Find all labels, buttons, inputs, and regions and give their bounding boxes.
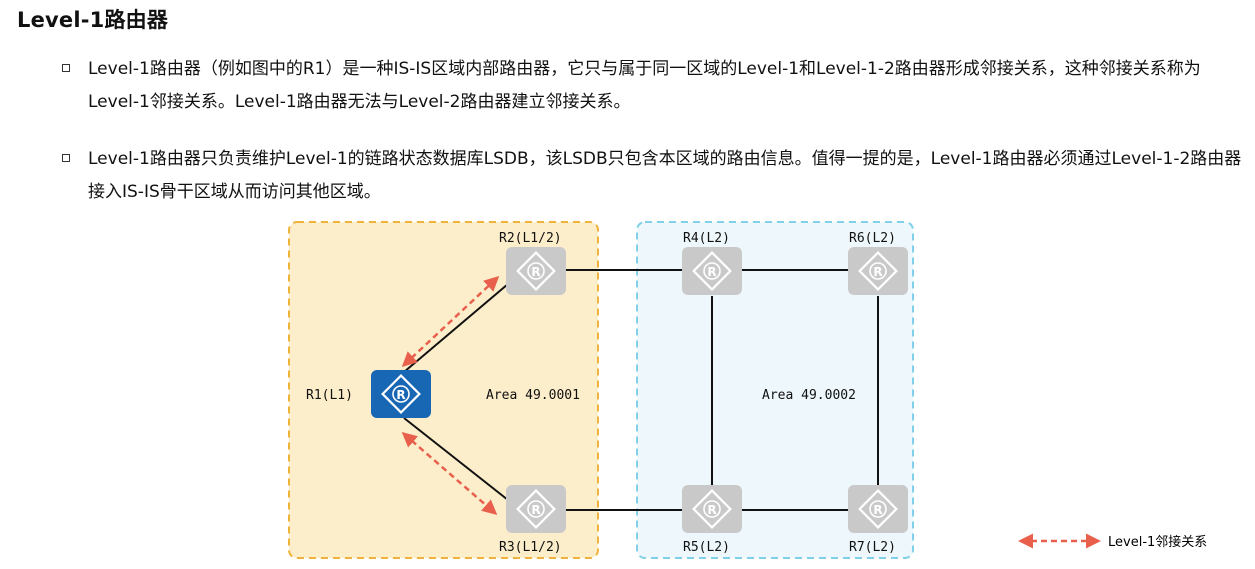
legend: Level-1邻接关系 [1018, 533, 1207, 550]
legend-label: Level-1邻接关系 [1108, 534, 1207, 550]
bullet-text-1: Level-1路由器（例如图中的R1）是一种IS-IS区域内部路由器，它只与属于… [88, 59, 1201, 112]
area-49-0001-box [288, 221, 599, 559]
router-r7-icon [846, 483, 910, 535]
bullet-marker [62, 154, 70, 162]
router-r2-label: R2(L1/2) [499, 231, 562, 246]
router-r1-label: R1(L1) [306, 388, 353, 403]
area-49-0002-box [636, 221, 914, 559]
router-r5-icon [680, 483, 744, 535]
router-r2-icon [504, 245, 568, 297]
bullet-item-1: Level-1路由器（例如图中的R1）是一种IS-IS区域内部路由器，它只与属于… [62, 53, 1242, 119]
page-title: Level-1路由器 [17, 8, 169, 32]
router-r4-label: R4(L2) [683, 231, 730, 246]
router-r3-icon [504, 483, 568, 535]
area-49-0001-label: Area 49.0001 [486, 388, 580, 403]
area-49-0002-label: Area 49.0002 [762, 388, 856, 403]
adjacency-r1-r3 [401, 432, 498, 515]
router-r7-label: R7(L2) [849, 540, 896, 555]
router-r6-icon [846, 245, 910, 297]
router-r5-label: R5(L2) [683, 540, 730, 555]
bullet-marker [62, 64, 70, 72]
adjacency-r1-r2 [401, 275, 500, 368]
router-r4-icon [680, 245, 744, 297]
router-r1-icon [369, 368, 433, 420]
bullet-text-2: Level-1路由器只负责维护Level-1的链路状态数据库LSDB，该LSDB… [88, 149, 1242, 202]
router-r3-label: R3(L1/2) [499, 540, 562, 555]
bullet-item-2: Level-1路由器只负责维护Level-1的链路状态数据库LSDB，该LSDB… [62, 143, 1242, 209]
router-r6-label: R6(L2) [849, 231, 896, 246]
